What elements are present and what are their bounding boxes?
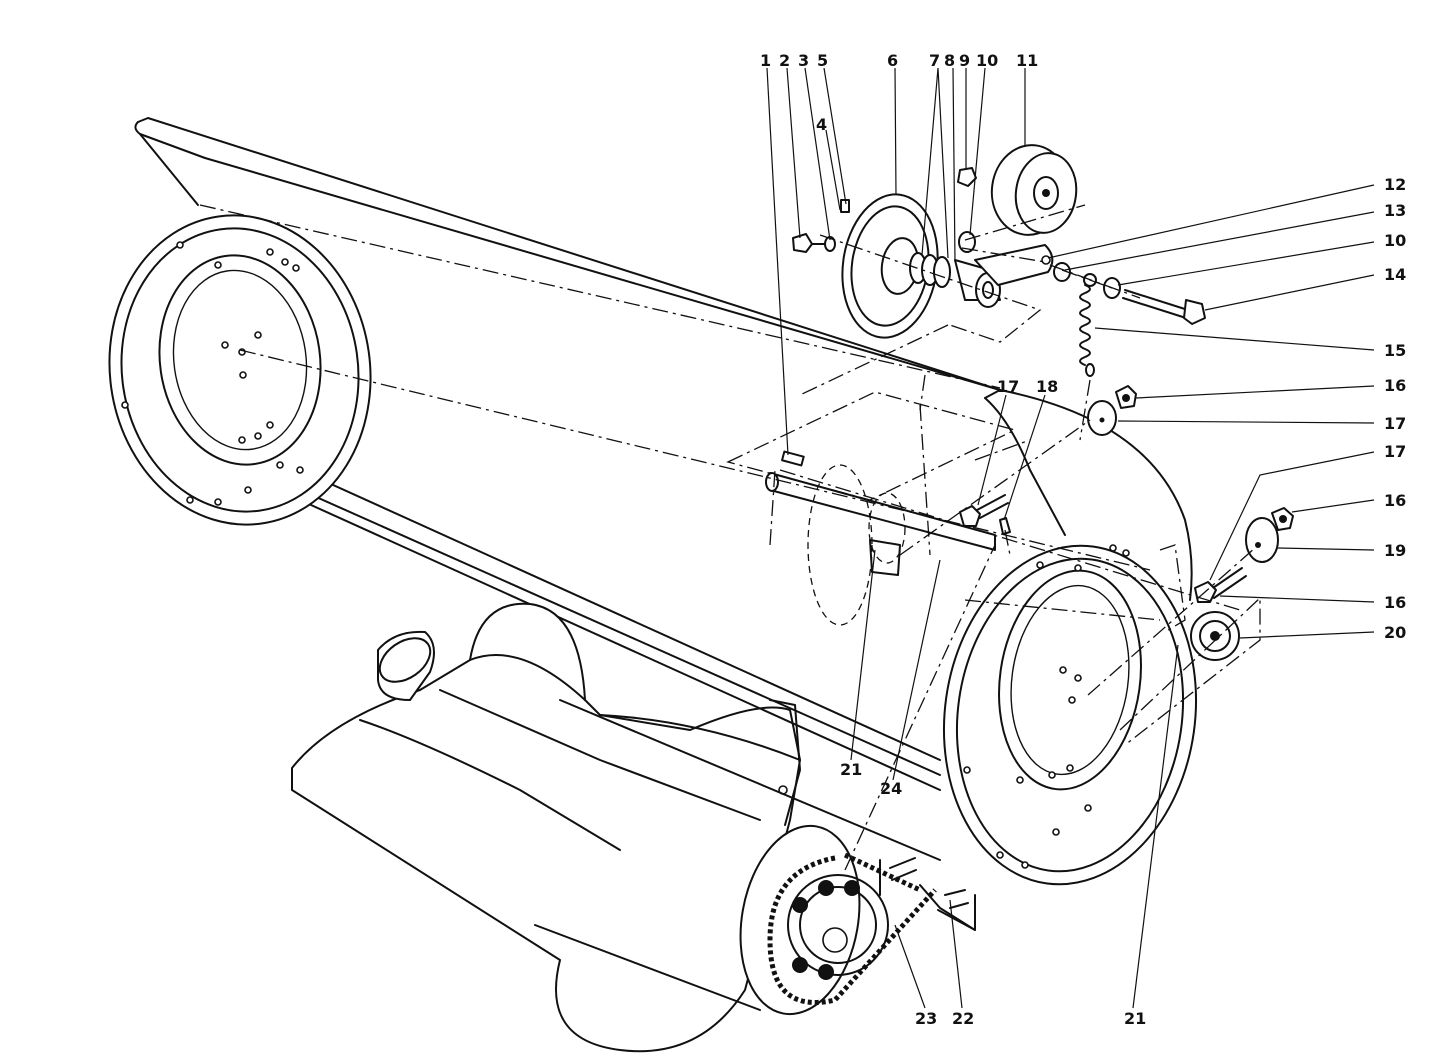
callout-19: 19 (1384, 541, 1406, 560)
callout-16-c: 16 (1384, 593, 1406, 612)
callout-21-a: 21 (840, 760, 862, 779)
callout-12: 12 (1384, 175, 1406, 194)
right-side-hardware (807, 385, 1294, 661)
callout-17-c: 17 (1384, 442, 1406, 461)
auger-housing (134, 117, 1193, 791)
callout-18: 18 (1036, 377, 1058, 396)
assembly-centerlines (199, 204, 1261, 871)
callout-22: 22 (952, 1009, 974, 1028)
callout-21-b: 21 (1124, 1009, 1146, 1028)
callout-17-a: 17 (1384, 414, 1406, 433)
callout-24: 24 (880, 779, 902, 798)
callout-16-b: 16 (1384, 491, 1406, 510)
auger-flighting (291, 602, 941, 1053)
callout-4: 4 (816, 115, 827, 134)
callout-23: 23 (915, 1009, 937, 1028)
left-plate-bolt-holes (121, 241, 304, 506)
callout-13: 13 (1384, 201, 1406, 220)
callout-17-b: 17 (997, 377, 1019, 396)
chain-drive (739, 824, 976, 1016)
callout-11: 11 (1016, 51, 1038, 70)
right-plate-bolt-holes (963, 544, 1130, 869)
callout-14: 14 (1384, 265, 1406, 284)
callout-5: 5 (817, 51, 828, 70)
right-side-plate (942, 544, 1198, 886)
callout-9: 9 (959, 51, 970, 70)
callout-8: 8 (944, 51, 955, 70)
callout-16-a: 16 (1384, 376, 1406, 395)
left-side-plate (108, 214, 372, 526)
callout-2: 2 (779, 51, 790, 70)
pulley-assembly (765, 144, 1206, 551)
callout-7: 7 (929, 51, 940, 70)
callout-15: 15 (1384, 341, 1406, 360)
callout-3: 3 (798, 51, 809, 70)
callout-1: 1 (760, 51, 771, 70)
callout-10-right: 10 (1384, 231, 1406, 250)
callout-labels: 1 2 3 5 6 7 8 9 10 11 4 12 13 10 14 15 1… (760, 51, 1406, 1028)
callout-10-top: 10 (976, 51, 998, 70)
callout-20: 20 (1384, 623, 1406, 642)
leader-lines (766, 67, 1375, 1009)
callout-6: 6 (887, 51, 898, 70)
